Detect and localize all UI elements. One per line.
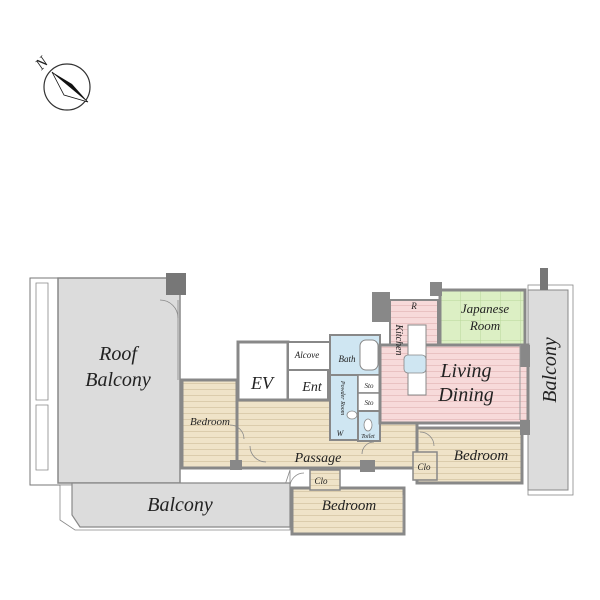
japanese-room-label-1: Japanese: [461, 301, 510, 316]
balcony-bottom-label: Balcony: [147, 494, 213, 516]
balcony-bottom: [59, 469, 291, 531]
w-label: W: [337, 429, 345, 438]
alcove-label: Alcove: [294, 350, 319, 360]
sto-label-1: Sto: [365, 382, 374, 390]
ent-label: Ent: [301, 380, 323, 395]
clo-bottom-label: Clo: [314, 476, 328, 486]
living-label: Living: [439, 360, 491, 382]
japanese-room-label-2: Room: [469, 318, 500, 333]
bedroom-left-label: Bedroom: [190, 416, 230, 428]
clo-right-label: Clo: [417, 462, 431, 472]
toilet-label: Toilet: [361, 434, 375, 440]
passage-label: Passage: [294, 451, 342, 466]
refrigerator-label: R: [410, 301, 417, 311]
roof-balcony: [29, 273, 186, 486]
bedroom-right-label: Bedroom: [454, 448, 509, 464]
balcony-right-label: Balcony: [539, 337, 561, 403]
powder-room-label: Powder Room: [339, 380, 345, 416]
dining-label: Dining: [437, 384, 494, 406]
compass: N: [32, 53, 91, 111]
balcony-right: [527, 268, 574, 496]
north-label: N: [32, 53, 53, 74]
roof-balcony-label-2: Balcony: [85, 369, 151, 391]
room-labels: Roof Balcony Balcony Balcony EV Alcove E…: [85, 301, 561, 516]
bedroom-bottom-label: Bedroom: [322, 498, 377, 514]
walls: [180, 282, 530, 536]
bath-label: Bath: [339, 354, 356, 364]
kitchen-label: Kitchen: [393, 323, 404, 355]
ev-label: EV: [250, 373, 275, 393]
roof-balcony-label-1: Roof: [98, 343, 139, 365]
sto-label-2: Sto: [365, 399, 374, 407]
